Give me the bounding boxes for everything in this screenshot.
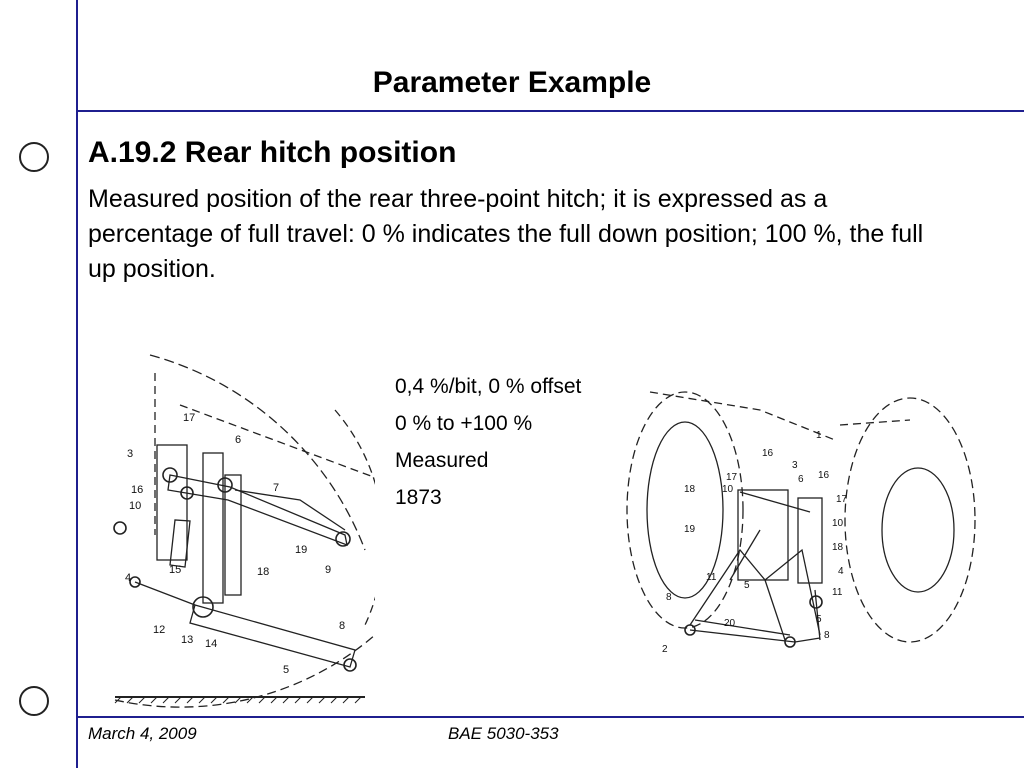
label-14: 14: [205, 638, 217, 650]
label-11: 11: [706, 572, 717, 583]
label-2: 2: [662, 644, 668, 655]
label-4: 4: [838, 566, 844, 577]
label-16: 16: [131, 484, 143, 496]
label-8: 8: [824, 630, 830, 641]
hitch-side-view-diagram: 17 6 3 16 7 10 19 9 15 18 4 8 12 13 14 5: [113, 354, 375, 708]
label-7: 7: [273, 482, 279, 494]
label-13: 13: [181, 634, 193, 646]
label-15: 15: [169, 564, 181, 576]
binder-ring-icon: [19, 686, 49, 716]
parameter-resolution: 0,4 %/bit, 0 % offset: [395, 375, 582, 398]
hitch-isometric-diagram: 1 16 3 6 16 17 17 18 10 10 19 18 4 11 11…: [626, 391, 976, 655]
label-8: 8: [339, 620, 345, 632]
label-1: 1: [816, 430, 822, 441]
label-5: 5: [816, 614, 822, 625]
label-20: 20: [724, 618, 736, 629]
label-10: 10: [832, 518, 844, 529]
footer-date: March 4, 2009: [88, 724, 197, 743]
parameter-spn: 1873: [395, 486, 442, 509]
label-10: 10: [129, 500, 141, 512]
label-10: 10: [722, 484, 734, 495]
label-17: 17: [836, 494, 848, 505]
label-17: 17: [726, 472, 738, 483]
label-6: 6: [235, 434, 241, 446]
section-heading: A.19.2 Rear hitch position: [88, 136, 457, 169]
label-16: 16: [818, 470, 830, 481]
slide-title: Parameter Example: [372, 66, 652, 99]
label-17: 17: [183, 412, 195, 424]
footer-divider: [76, 716, 1024, 718]
parameter-type: Measured: [395, 449, 489, 472]
label-3: 3: [127, 448, 133, 460]
label-18: 18: [832, 542, 844, 553]
binder-ring-icon: [19, 142, 49, 172]
label-5: 5: [283, 664, 289, 676]
label-18: 18: [684, 484, 696, 495]
label-11: 11: [832, 587, 843, 598]
label-18: 18: [257, 566, 269, 578]
footer-course: BAE 5030-353: [448, 724, 559, 743]
title-divider: [76, 110, 1024, 112]
section-description: Measured position of the rear three-poin…: [88, 185, 924, 283]
label-5: 5: [744, 580, 750, 591]
label-6: 6: [798, 474, 804, 485]
label-4: 4: [125, 572, 131, 584]
parameter-list: 0,4 %/bit, 0 % offset 0 % to +100 % Meas…: [395, 368, 581, 516]
label-12: 12: [153, 624, 165, 636]
label-16: 16: [762, 448, 774, 459]
label-8: 8: [666, 592, 672, 603]
left-vertical-rule: [76, 0, 78, 768]
label-19: 19: [684, 524, 696, 535]
parameter-range: 0 % to +100 %: [395, 412, 533, 435]
label-19: 19: [295, 544, 307, 556]
label-3: 3: [792, 460, 798, 471]
label-9: 9: [325, 564, 331, 576]
